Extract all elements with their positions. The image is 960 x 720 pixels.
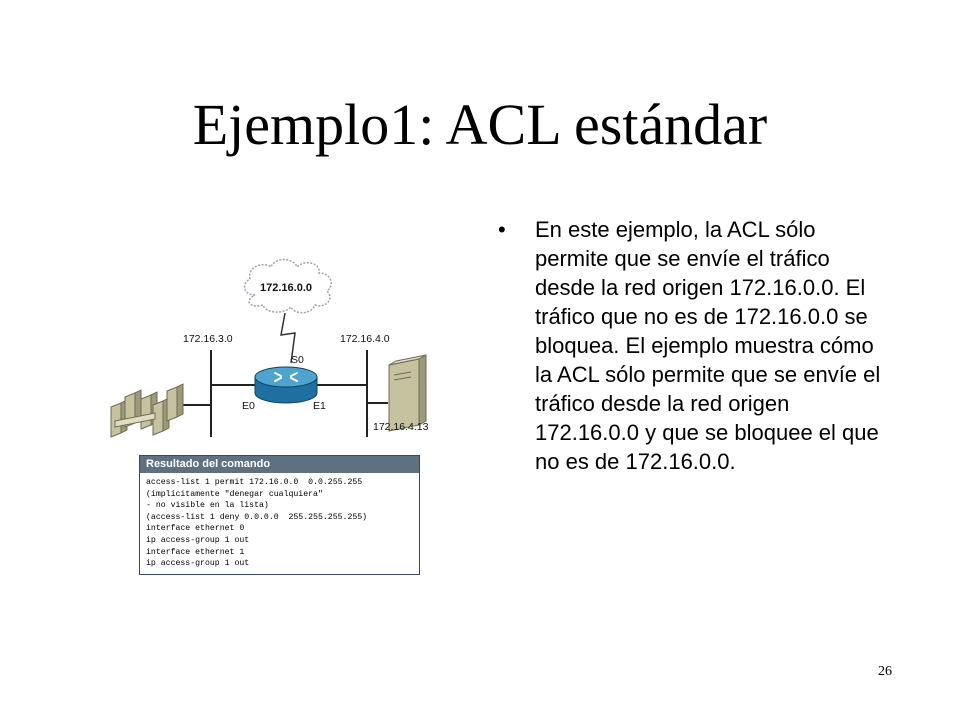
right-network-label: 172.16.4.0 — [340, 333, 390, 345]
command-line: interface ethernet 1 — [146, 547, 245, 557]
cloud-icon — [243, 258, 332, 314]
bullet-list: • En este ejemplo, la ACL sólo permite q… — [498, 215, 888, 476]
command-line: ip access-group 1 out — [146, 559, 250, 569]
command-line: interface ethernet 0 — [146, 524, 245, 534]
command-line: - no visible en la lista) — [146, 501, 269, 511]
command-line: access-list 1 permit 172.16.0.0 0.0.255.… — [146, 478, 363, 487]
router-icon — [254, 366, 318, 404]
command-line: (access-list 1 deny 0.0.0.0 255.255.255.… — [146, 512, 368, 522]
command-line: ip access-group 1 out — [146, 535, 250, 545]
command-output-lines: access-list 1 permit 172.16.0.0 0.0.255.… — [140, 473, 419, 570]
cloud-network-label: 172.16.0.0 — [260, 282, 312, 294]
server-icon — [388, 354, 427, 432]
host-address-label: 172.16.4.13 — [373, 421, 429, 433]
left-network-label: 172.16.3.0 — [183, 333, 233, 345]
serial-link — [280, 312, 296, 364]
serial-port-label: S0 — [291, 354, 304, 366]
bullet-text: En este ejemplo, la ACL sólo permite que… — [535, 217, 881, 474]
network-topology-graphic — [110, 258, 427, 438]
eth1-port-label: E1 — [313, 400, 326, 412]
eth0-port-label: E0 — [242, 400, 255, 412]
command-output-box: Resultado del comando access-list 1 perm… — [139, 455, 420, 575]
command-output-header: Resultado del comando — [140, 456, 419, 473]
bullet-marker: • — [498, 217, 506, 242]
slide-title: Ejemplo1: ACL estándar — [192, 92, 768, 157]
page-number: 26 — [878, 664, 892, 679]
workstation-group-icon — [110, 383, 184, 438]
command-line: (implícitamente "denegar cualquiera" — [146, 489, 323, 499]
network-diagram: 172.16.0.0 172.16.3.0 172.16.4.0 S0 E0 E… — [105, 255, 440, 585]
